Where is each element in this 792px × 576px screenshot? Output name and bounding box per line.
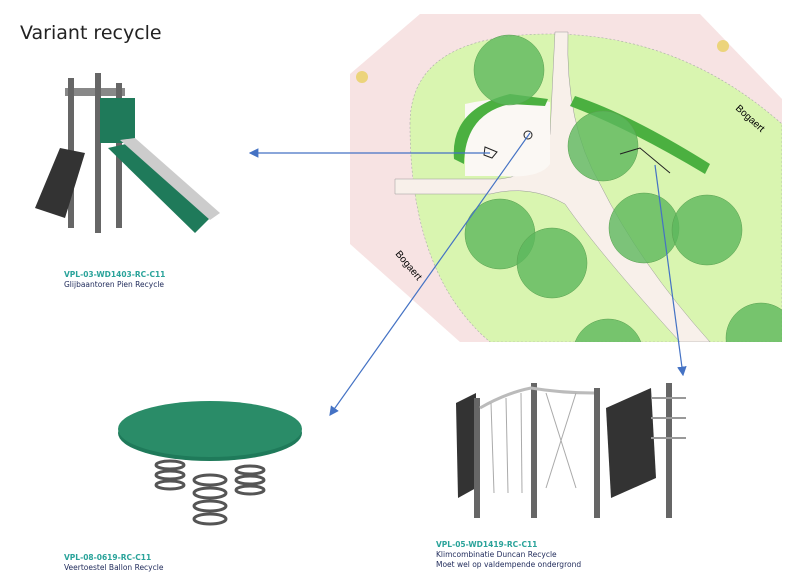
slide-title: Variant recycle [20, 22, 162, 44]
product-name: Klimcombinatie Duncan Recycle [436, 550, 557, 559]
site-plan-map: Bogaert Bogaert [350, 14, 782, 342]
arrow-to-climbing-combination [654, 164, 687, 377]
arrow-to-spring-roundabout [329, 132, 531, 416]
product-name: Glijbaantoren Pien Recycle [64, 280, 165, 289]
product-code: VPL-05-WD1419-RC-C11 [436, 540, 538, 549]
climbing-combination-image [456, 383, 686, 518]
spring-roundabout-image [118, 401, 302, 526]
product-code: VPL-03-WD1403-RC-C11 [64, 270, 166, 279]
product-name: Veertoestel Ballon Recycle [64, 563, 164, 572]
product-code: VPL-08-0619-RC-C11 [64, 553, 152, 562]
slide-tower-image [35, 73, 220, 233]
product-note: Moet wel op valdempende ondergrond [436, 560, 582, 569]
